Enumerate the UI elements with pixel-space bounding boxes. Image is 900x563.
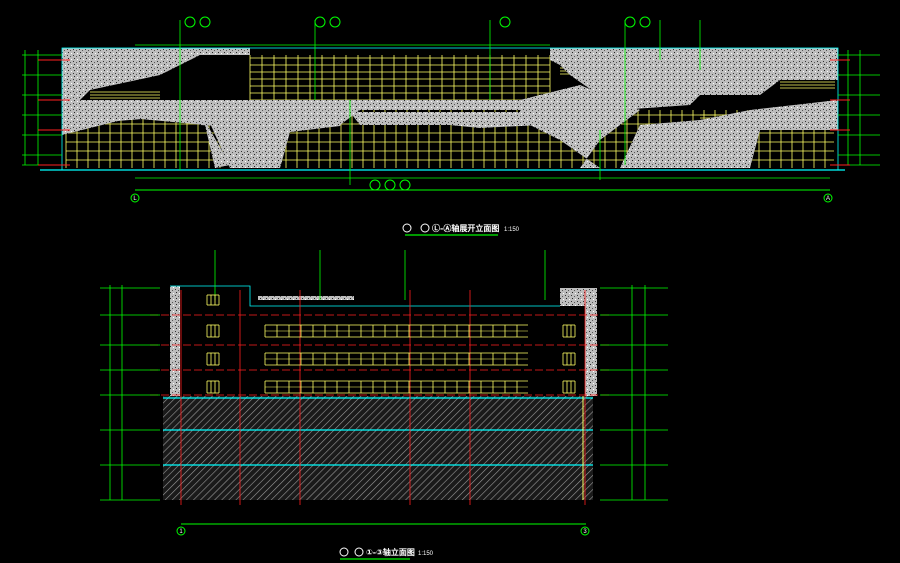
bottom-elevation: 1 3 ①-③轴立面图 1:150 bbox=[100, 250, 668, 560]
top-facade-panels bbox=[62, 48, 838, 168]
callout-bubble bbox=[384, 179, 396, 191]
axis-bubble-1 bbox=[176, 526, 186, 536]
callout-bubble bbox=[314, 16, 326, 28]
top-elevation: L A Ⓛ-Ⓐ轴展开立面图 1:150 bbox=[22, 16, 880, 236]
callout-bubble bbox=[199, 16, 211, 28]
axis-label-right: A bbox=[826, 196, 830, 202]
bottom-grid-lines bbox=[150, 250, 610, 505]
bottom-windows bbox=[206, 294, 576, 394]
drawing-title-1: Ⓛ-Ⓐ轴展开立面图 bbox=[432, 223, 499, 233]
axis-label-3: 3 bbox=[583, 529, 587, 535]
callout-bubble bbox=[399, 179, 411, 191]
axis-bubble-left bbox=[130, 193, 140, 203]
callout-bubble bbox=[369, 179, 381, 191]
callout-bubble bbox=[624, 16, 636, 28]
axis-bubble-right bbox=[823, 193, 833, 203]
callout-bubble bbox=[639, 16, 651, 28]
drawing-scale-2: 1:150 bbox=[418, 551, 434, 557]
drawing-title-2: ①-③轴立面图 bbox=[366, 547, 415, 557]
drawing-scale-1: 1:150 bbox=[504, 227, 520, 233]
axis-bubble-3 bbox=[580, 526, 590, 536]
top-dimension-lines bbox=[22, 16, 880, 191]
callout-bubble bbox=[329, 16, 341, 28]
axis-label-left: L bbox=[133, 196, 137, 202]
bottom-dimension-lines bbox=[100, 285, 668, 501]
callout-bubble bbox=[184, 16, 196, 28]
axis-label-1: 1 bbox=[179, 529, 183, 535]
callout-bubble bbox=[499, 16, 511, 28]
